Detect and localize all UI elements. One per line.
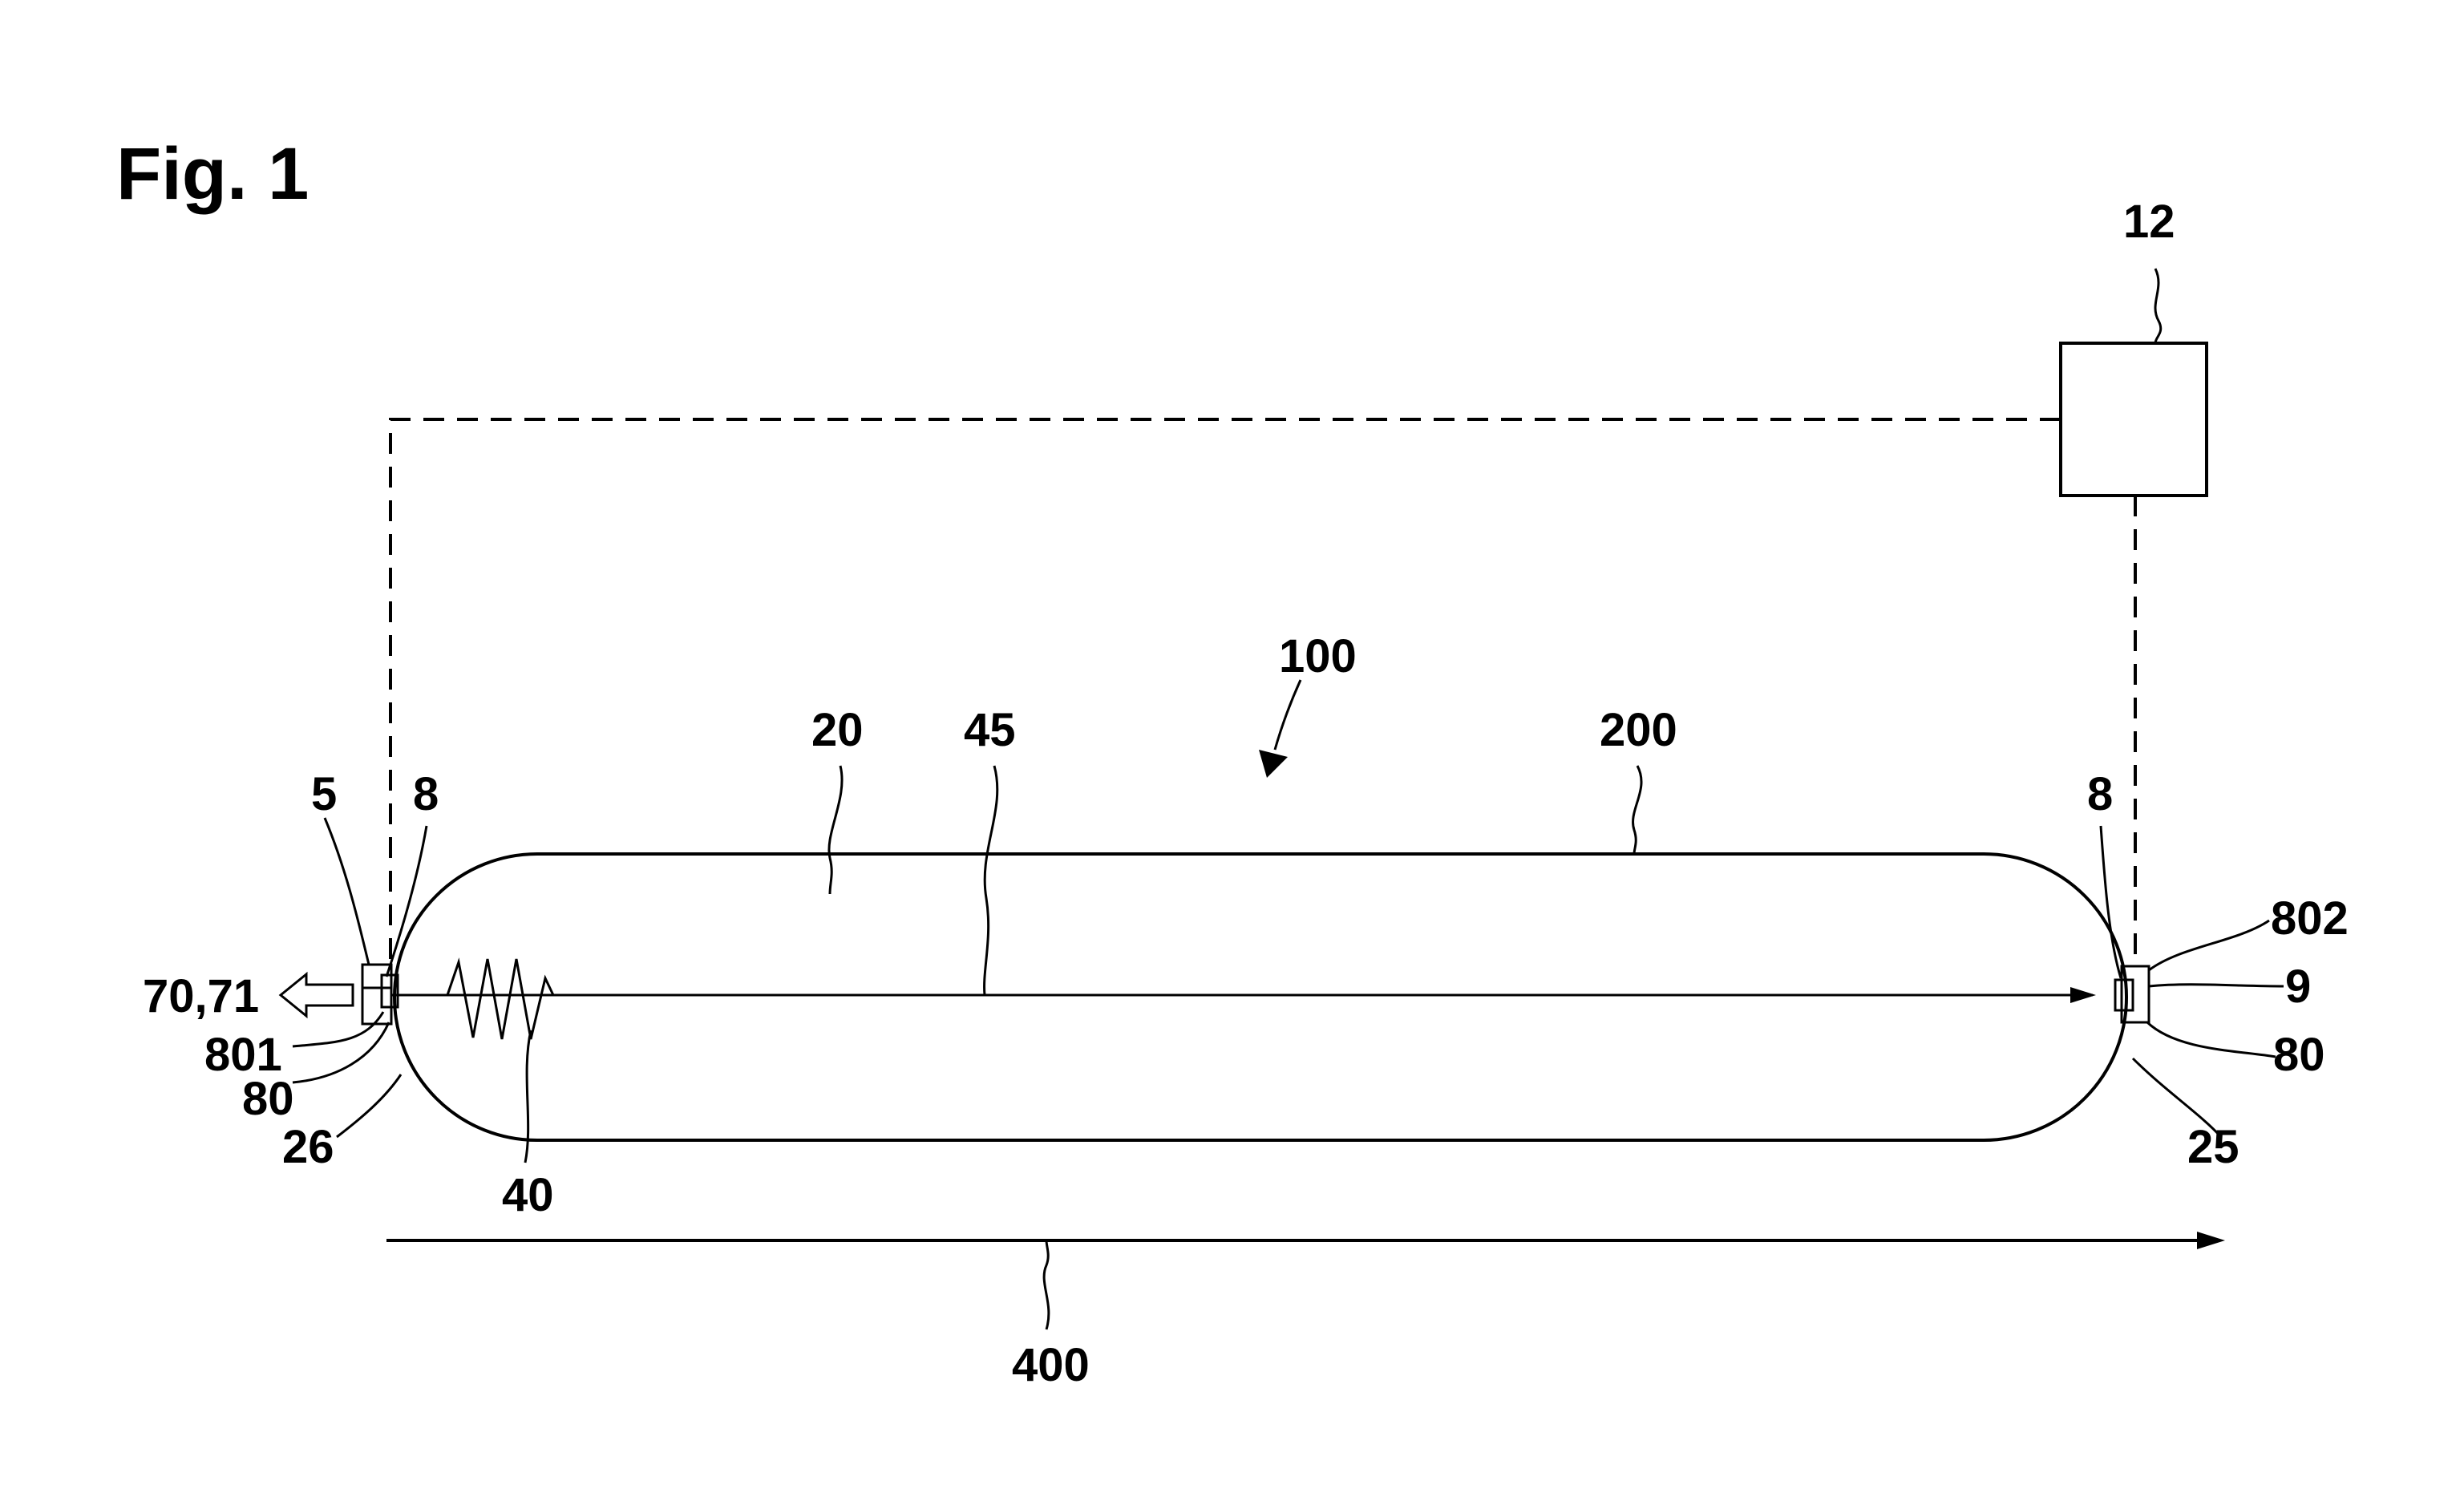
leader-26 [336,1074,403,1139]
label-5: 5 [311,768,337,820]
left-signal-line [389,418,2061,966]
right-valve-element [2114,978,2134,1012]
leader-80-left [292,1022,390,1084]
output-arrow [278,971,354,1019]
label-200: 200 [1600,704,1677,756]
leader-9 [2148,983,2284,988]
label-801: 801 [204,1029,282,1081]
label-25: 25 [2187,1121,2239,1173]
leader-100-arrowhead [1259,750,1288,778]
label-80-left: 80 [242,1073,294,1125]
label-45: 45 [964,704,1016,756]
left-valve-element [380,973,399,1009]
label-9: 9 [2285,961,2311,1013]
internal-line-arrowhead [2070,987,2096,1003]
leader-400 [1042,1240,1050,1330]
label-40: 40 [502,1169,554,1221]
leader-80-right [2146,1021,2276,1058]
label-70-71: 70,71 [143,970,259,1022]
label-802: 802 [2271,892,2349,945]
control-unit-box [2059,342,2208,497]
leader-8-left [385,825,428,977]
label-8-right: 8 [2087,768,2113,820]
leader-45 [983,765,999,996]
label-80-right: 80 [2273,1029,2325,1081]
label-400: 400 [1012,1339,1090,1391]
leader-25 [2131,1057,2223,1138]
direction-arrowhead [2197,1232,2225,1249]
tank-body [393,852,2128,1142]
label-100: 100 [1279,630,1357,682]
left-valve-housing [361,963,393,1026]
leader-200 [1632,765,1643,855]
right-valve-housing [2120,965,2150,1024]
leader-12 [2154,268,2163,344]
label-8-left: 8 [413,768,439,820]
leader-802 [2148,919,2270,972]
leader-5 [323,817,370,965]
leader-100 [1273,679,1302,751]
label-12: 12 [2123,196,2175,248]
spring-element [446,957,555,1040]
label-26: 26 [282,1121,334,1173]
leader-8-right [2099,825,2122,979]
leader-20 [827,765,844,895]
leader-801 [292,1011,385,1048]
figure-title: Fig. 1 [116,133,309,215]
label-20: 20 [811,704,864,756]
leader-40 [524,1030,532,1163]
